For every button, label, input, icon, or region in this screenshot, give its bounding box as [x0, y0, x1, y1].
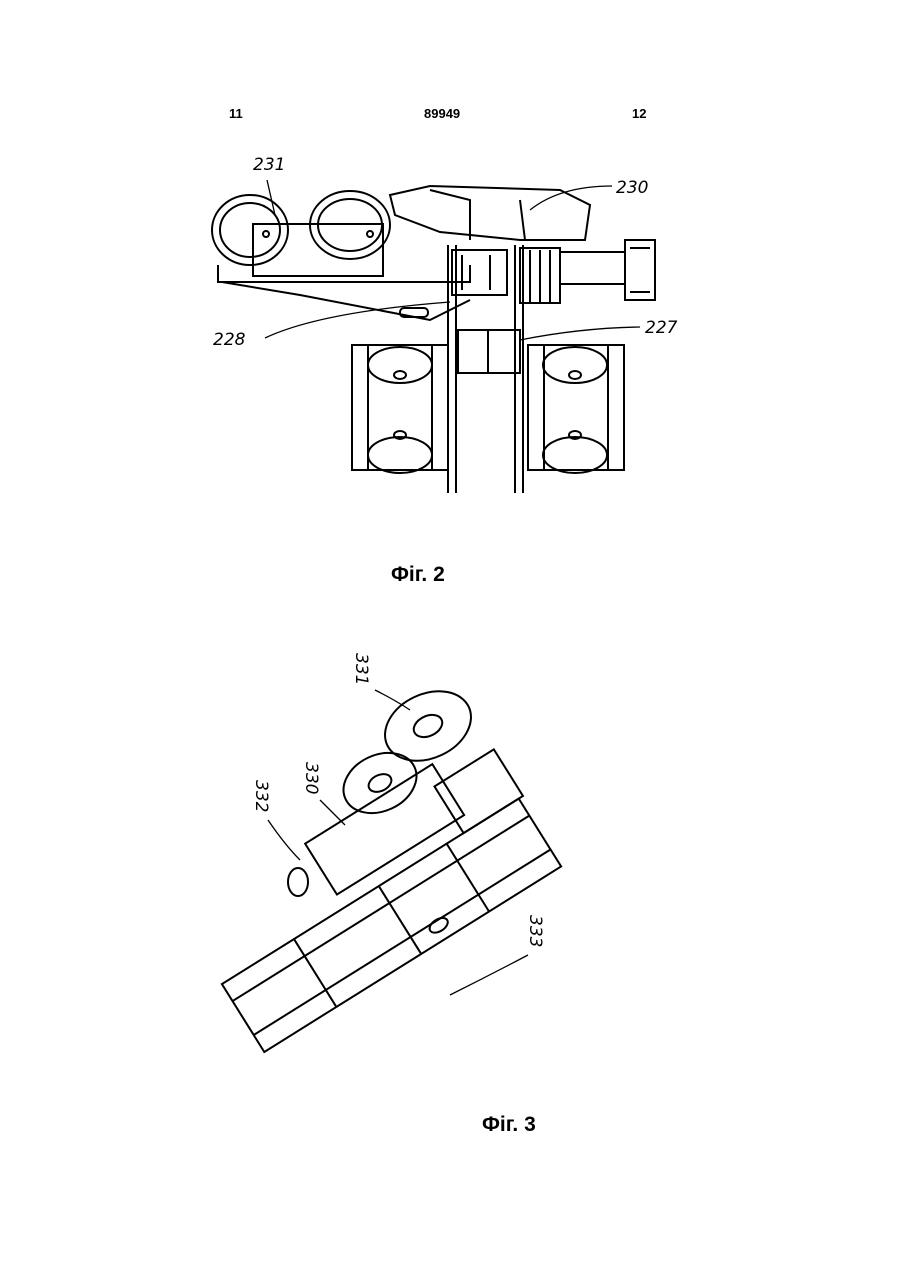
label-332: 332	[251, 780, 271, 812]
figure-3-caption: Фіг. 3	[482, 1113, 536, 1137]
figure-2-caption: Фіг. 2	[391, 563, 445, 587]
label-231: 231	[253, 155, 285, 175]
label-230: 230	[616, 178, 648, 198]
label-227: 227	[645, 318, 678, 338]
label-331: 331	[351, 653, 371, 685]
label-228: 228	[213, 330, 246, 350]
label-330: 330	[301, 762, 321, 794]
figure-3-drawing	[182, 678, 565, 1052]
figure-2-drawing	[212, 180, 655, 493]
label-333: 333	[525, 915, 545, 947]
